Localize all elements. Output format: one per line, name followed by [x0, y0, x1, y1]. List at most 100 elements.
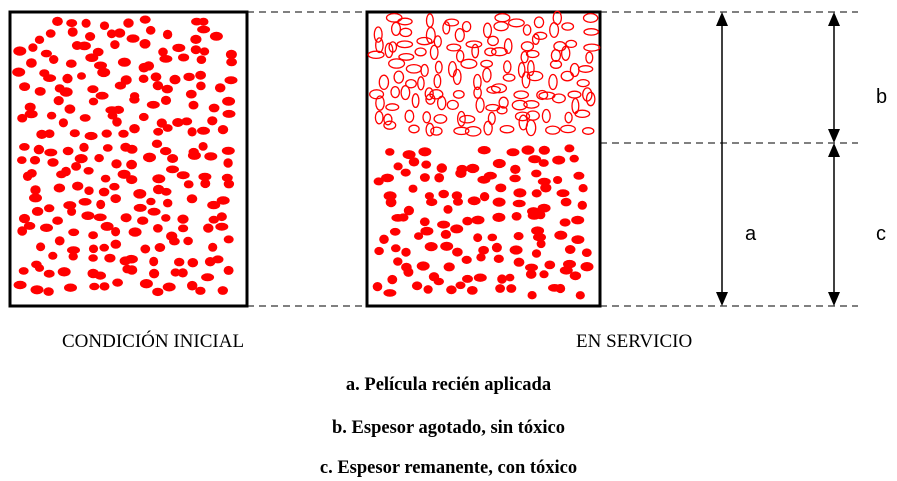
- toxic-particle: [492, 212, 506, 222]
- depleted-particle: [549, 22, 560, 38]
- toxic-particle: [212, 255, 224, 264]
- depleted-particle: [582, 12, 599, 24]
- toxic-particle: [187, 151, 201, 160]
- toxic-particle: [466, 286, 478, 295]
- depleted-particle: [520, 41, 535, 52]
- depleted-particle: [483, 120, 493, 136]
- toxic-particle: [117, 169, 131, 179]
- toxic-particle: [196, 55, 207, 64]
- toxic-particle: [389, 227, 401, 236]
- toxic-particle: [200, 178, 211, 189]
- depleted-particle: [490, 83, 508, 94]
- toxic-particle: [128, 227, 142, 237]
- depleted-particle: [485, 103, 501, 112]
- depleted-particle: [480, 59, 494, 68]
- toxic-particle: [79, 142, 89, 152]
- depleted-particle: [523, 100, 540, 109]
- toxic-particle: [573, 171, 585, 180]
- toxic-particle: [492, 158, 506, 169]
- toxic-particle: [581, 248, 592, 257]
- toxic-particle: [84, 186, 94, 195]
- toxic-particle: [79, 114, 91, 122]
- toxic-particle: [391, 244, 401, 253]
- toxic-particle: [177, 268, 188, 278]
- toxic-particle: [53, 96, 64, 106]
- toxic-particle: [197, 25, 211, 34]
- toxic-particle: [495, 284, 505, 293]
- depleted-particle: [460, 58, 478, 69]
- depleted-particle: [434, 60, 443, 74]
- toxic-particle: [385, 148, 395, 156]
- toxic-particle: [208, 242, 218, 252]
- depleted-particle: [585, 91, 596, 107]
- dashed-reference-lines: [247, 11, 858, 307]
- toxic-particle: [67, 27, 78, 37]
- toxic-particle: [170, 268, 181, 277]
- toxic-particle: [473, 273, 487, 282]
- toxic-particle: [161, 84, 173, 94]
- toxic-particle: [26, 169, 37, 178]
- toxic-particle: [476, 253, 486, 262]
- toxic-particle: [64, 283, 77, 292]
- toxic-particle: [531, 169, 542, 178]
- toxic-particle: [393, 162, 403, 171]
- toxic-particle: [72, 181, 84, 191]
- toxic-particle: [85, 32, 96, 41]
- depleted-particle: [429, 44, 439, 61]
- toxic-particle: [126, 159, 137, 170]
- toxic-particle: [434, 173, 445, 183]
- arrowhead-b-top: [828, 12, 840, 26]
- toxic-particle: [477, 146, 491, 155]
- toxic-particle: [527, 291, 537, 300]
- panel-in-service: [365, 10, 602, 308]
- toxic-particle: [77, 72, 86, 80]
- depleted-particle: [533, 16, 545, 29]
- depleted-particle: [581, 127, 595, 135]
- toxic-particle: [28, 43, 38, 52]
- toxic-particle: [569, 271, 582, 281]
- toxic-particle: [83, 167, 94, 175]
- toxic-particle: [525, 263, 538, 272]
- toxic-particle: [62, 73, 73, 84]
- toxic-particle: [559, 266, 573, 275]
- toxic-particle: [145, 25, 156, 35]
- toxic-particle: [453, 197, 463, 206]
- caption-in-service: EN SERVICIO: [576, 331, 693, 352]
- toxic-particle: [19, 82, 31, 91]
- toxic-particle: [33, 144, 45, 155]
- toxic-particle: [17, 113, 28, 123]
- toxic-particle: [162, 29, 173, 40]
- toxic-particle: [160, 147, 172, 156]
- depleted-particle: [493, 21, 509, 32]
- depleted-particle: [388, 58, 406, 69]
- depleted-particle: [541, 108, 551, 124]
- toxic-particle: [372, 282, 383, 292]
- toxic-particle: [24, 102, 36, 112]
- depleted-particle: [583, 28, 600, 36]
- toxic-particle: [139, 279, 153, 289]
- depleted-particle: [400, 85, 411, 101]
- toxic-particle: [510, 164, 521, 174]
- depleted-particle: [502, 73, 516, 82]
- depleted-particle: [446, 43, 462, 52]
- toxic-particle: [52, 216, 63, 225]
- toxic-particle: [190, 34, 202, 45]
- panel-initial-condition: [8, 10, 249, 308]
- legend-item-b: b. Espesor agotado, sin tóxico: [332, 418, 565, 438]
- caption-initial-condition: CONDICIÓN INICIAL: [62, 331, 245, 352]
- toxic-particle: [17, 156, 27, 165]
- toxic-particle: [114, 81, 126, 90]
- toxic-particle: [74, 154, 88, 164]
- toxic-particle: [423, 285, 433, 294]
- toxic-particle: [88, 97, 99, 106]
- toxic-particle: [531, 226, 545, 235]
- depleted-particle: [442, 21, 451, 35]
- toxic-particle: [552, 155, 566, 165]
- toxic-particle: [124, 254, 138, 264]
- toxic-particle: [68, 228, 80, 237]
- toxic-particle: [540, 183, 552, 193]
- toxic-particle: [100, 174, 111, 183]
- toxic-particle: [112, 278, 123, 287]
- depleted-particle: [473, 73, 482, 91]
- toxic-particle: [177, 214, 189, 224]
